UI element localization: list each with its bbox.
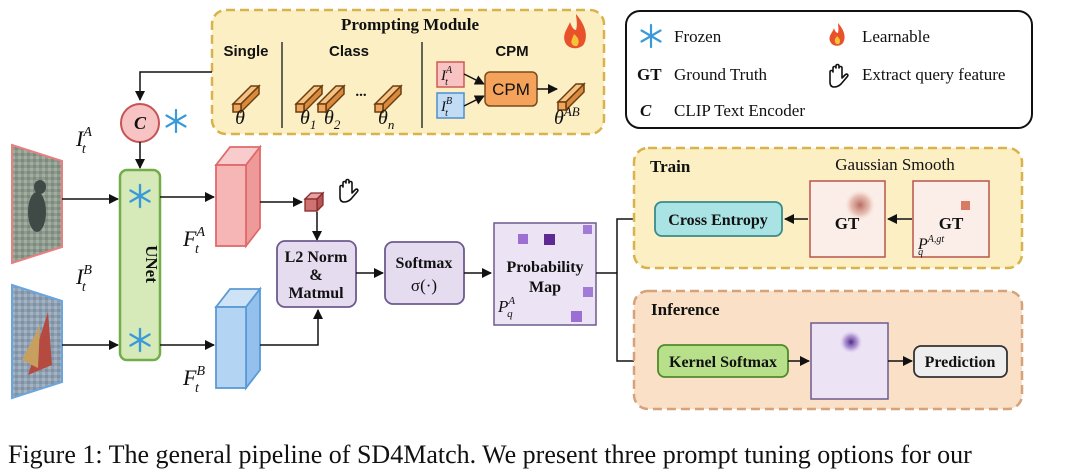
- inference-section: Inference Kernel Softmax Prediction: [632, 289, 1024, 411]
- theta-2-label: θ2: [324, 107, 341, 132]
- flame-icon: [564, 14, 586, 49]
- l2-norm-line3: Matmul: [288, 285, 344, 302]
- prompting-module-title: Prompting Module: [341, 15, 480, 34]
- legend-gt-key: GT: [637, 65, 662, 84]
- feature-map-a: [214, 144, 262, 249]
- probability-map-line1: Probability: [506, 259, 583, 276]
- l2-norm-line2: &: [309, 267, 322, 284]
- snowflake-icon: [640, 23, 662, 49]
- prediction-label: Prediction: [925, 354, 996, 371]
- theta-1-label: θ1: [300, 107, 316, 132]
- gt-map: [912, 180, 990, 258]
- theta-ab-label: θAB: [554, 104, 580, 129]
- unet-label: UNet: [142, 245, 161, 283]
- unet-block: [118, 168, 162, 362]
- gt-point: [961, 201, 970, 210]
- class-label: Class: [329, 43, 369, 60]
- prompting-module: Prompting Module Single Class CPM θ .: [210, 8, 606, 136]
- prompt-token-class-2: [316, 84, 346, 114]
- gt-smoothed-blob: [844, 189, 876, 221]
- train-title: Train: [650, 157, 691, 176]
- arrow: [135, 71, 212, 101]
- prediction-block: [913, 345, 1008, 378]
- snowflake-icon: [165, 108, 187, 134]
- inference-title: Inference: [651, 300, 720, 319]
- cross-entropy-block: [654, 201, 783, 237]
- softmax-title: Softmax: [396, 255, 453, 272]
- legend-gt-desc: Ground Truth: [674, 65, 768, 84]
- probability-map: [493, 222, 597, 326]
- query-feature-cube: [303, 191, 325, 213]
- softmax-sigma: σ(·): [411, 276, 437, 295]
- input-image-b: [11, 283, 63, 400]
- arrow: [463, 95, 485, 107]
- l2-norm-block: [276, 240, 357, 308]
- feature-map-b: [214, 286, 262, 391]
- kernel-softmax-label: Kernel Softmax: [669, 354, 777, 371]
- prompt-token-class-n: [373, 84, 403, 114]
- train-section: Train Gaussian Smooth Cross Entropy GT G…: [632, 146, 1024, 270]
- arrow: [260, 309, 323, 346]
- legend-extract: Extract query feature: [862, 65, 1005, 84]
- flame-icon: [829, 23, 845, 46]
- legend: Frozen Learnable GT Ground Truth Extract…: [625, 10, 1033, 129]
- gt-smoothed-label: GT: [835, 214, 860, 233]
- cpm-block-label: CPM: [492, 80, 530, 99]
- theta-label: θ: [235, 107, 245, 129]
- input-image-a: [11, 143, 63, 265]
- ellipsis: ...: [355, 84, 367, 100]
- prompt-token-class-1: [294, 84, 324, 114]
- probability-map-line2: Map: [529, 279, 561, 296]
- hand-icon: [339, 178, 359, 203]
- snowflake-icon: [129, 183, 151, 209]
- legend-c-key: C: [640, 101, 652, 120]
- prompt-token-cpm: [556, 82, 586, 112]
- prompt-token-single: [231, 84, 261, 114]
- arrow: [463, 73, 485, 85]
- gaussian-smooth-label: Gaussian Smooth: [835, 155, 955, 174]
- legend-frozen: Frozen: [674, 27, 722, 46]
- cross-entropy-label: Cross Entropy: [668, 212, 767, 229]
- legend-c-desc: CLIP Text Encoder: [674, 101, 805, 120]
- theta-n-label: θn: [378, 107, 394, 132]
- clip-encoder-label: C: [134, 113, 147, 133]
- figure-caption: Figure 1: The general pipeline of SD4Mat…: [8, 440, 972, 469]
- pipeline-diagram: Prompting Module Single Class CPM θ .: [11, 8, 1033, 411]
- legend-learnable: Learnable: [862, 27, 930, 46]
- snowflake-icon: [129, 327, 151, 353]
- hand-icon: [829, 63, 849, 88]
- gt-smoothed-map: [809, 180, 886, 258]
- single-label: Single: [223, 43, 268, 60]
- l2-norm-line1: L2 Norm: [285, 249, 348, 266]
- kernel-output-blob: [839, 330, 863, 354]
- gt-map-label: GT: [939, 214, 964, 233]
- cpm-label: CPM: [495, 43, 528, 60]
